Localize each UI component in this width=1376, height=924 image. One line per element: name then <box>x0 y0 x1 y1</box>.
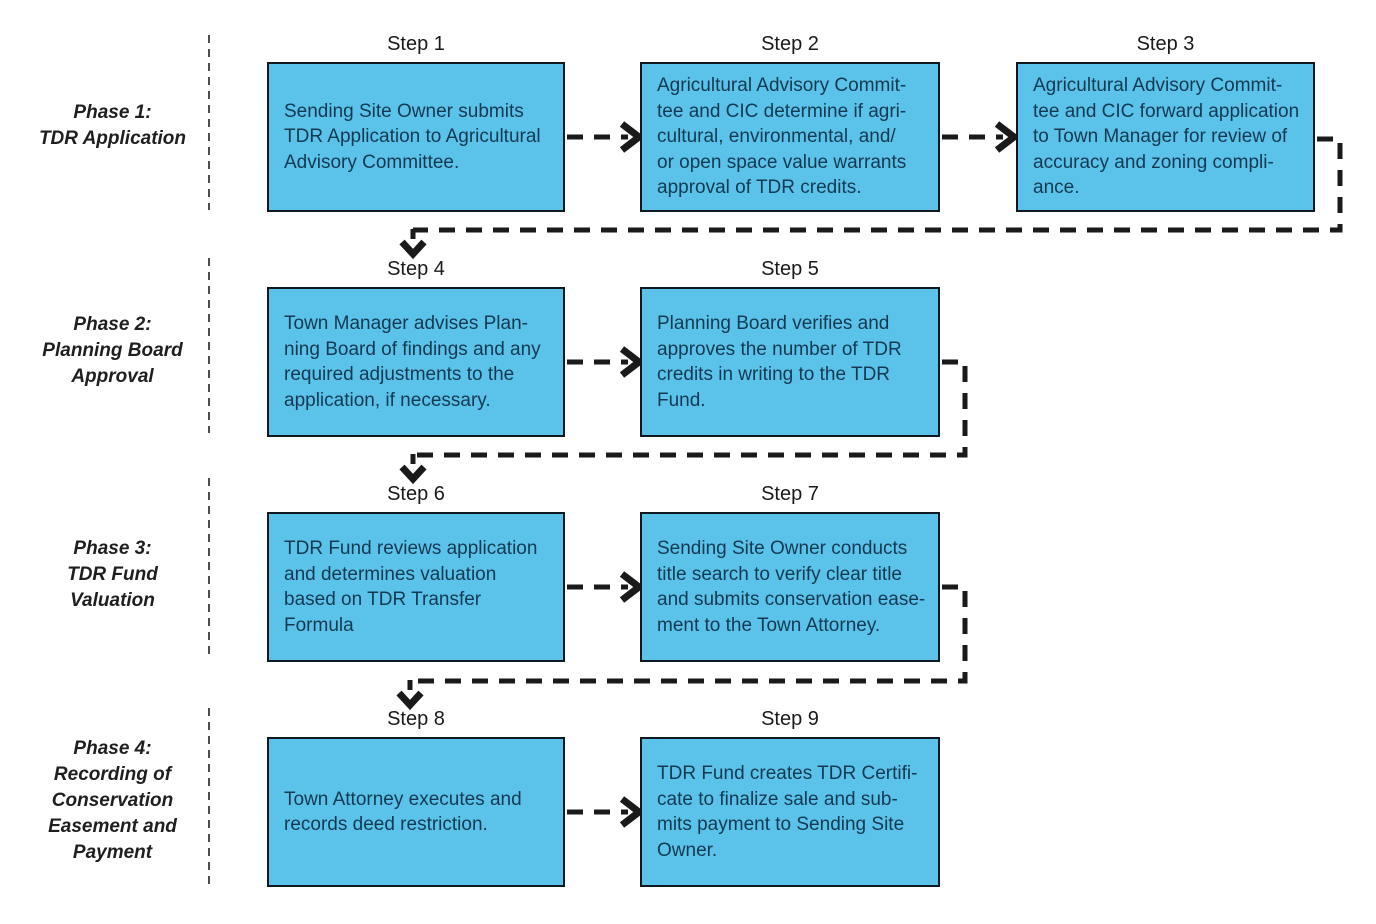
step-7-label: Step 7 <box>761 483 819 505</box>
phase-2-label: Phase 2: Planning Board Approval <box>42 314 183 387</box>
arrowhead-right-icon <box>619 121 645 153</box>
phase-4-label: Phase 4: Recording of Conservation Easem… <box>48 738 177 863</box>
step-5-box: Planning Board verifies and approves the… <box>640 287 940 437</box>
step-2-label: Step 2 <box>761 33 819 55</box>
step-9-box: TDR Fund creates TDR Certifi- cate to fi… <box>640 737 940 887</box>
step-2-box: Agricultural Advisory Commit- tee and CI… <box>640 62 940 212</box>
step-4-label: Step 4 <box>387 258 445 280</box>
step-1-label: Step 1 <box>387 33 445 55</box>
step-6-box: TDR Fund reviews application and determi… <box>267 512 565 662</box>
arrowhead-right-icon <box>619 796 645 828</box>
arrowhead-down-icon <box>399 464 427 485</box>
step-8-box: Town Attorney executes and records deed … <box>267 737 565 887</box>
step-9-label: Step 9 <box>761 708 819 730</box>
phase-1-label: Phase 1: TDR Application <box>38 102 187 149</box>
step-7-box: Sending Site Owner conducts title search… <box>640 512 940 662</box>
step-8-label: Step 8 <box>387 708 445 730</box>
arrowhead-right-icon <box>619 346 645 378</box>
step-4-box: Town Manager advises Plan- ning Board of… <box>267 287 565 437</box>
return-arrow-step7-to-step8 <box>410 584 968 684</box>
step-3-box: Agricultural Advisory Commit- tee and CI… <box>1016 62 1315 212</box>
arrowhead-right-icon <box>994 121 1020 153</box>
arrowhead-down-icon <box>399 239 427 260</box>
arrowhead-down-icon <box>396 690 424 711</box>
return-arrow-step5-to-step6 <box>413 359 968 458</box>
step-3-label: Step 3 <box>1136 33 1195 55</box>
step-6-label: Step 6 <box>387 483 445 505</box>
step-1-box: Sending Site Owner submits TDR Applicati… <box>267 62 565 212</box>
arrowhead-right-icon <box>619 571 645 603</box>
step-5-label: Step 5 <box>761 258 819 280</box>
return-arrow-step3-to-step4 <box>413 136 1343 233</box>
phase-3-label: Phase 3: TDR Fund Valuation <box>67 538 158 611</box>
